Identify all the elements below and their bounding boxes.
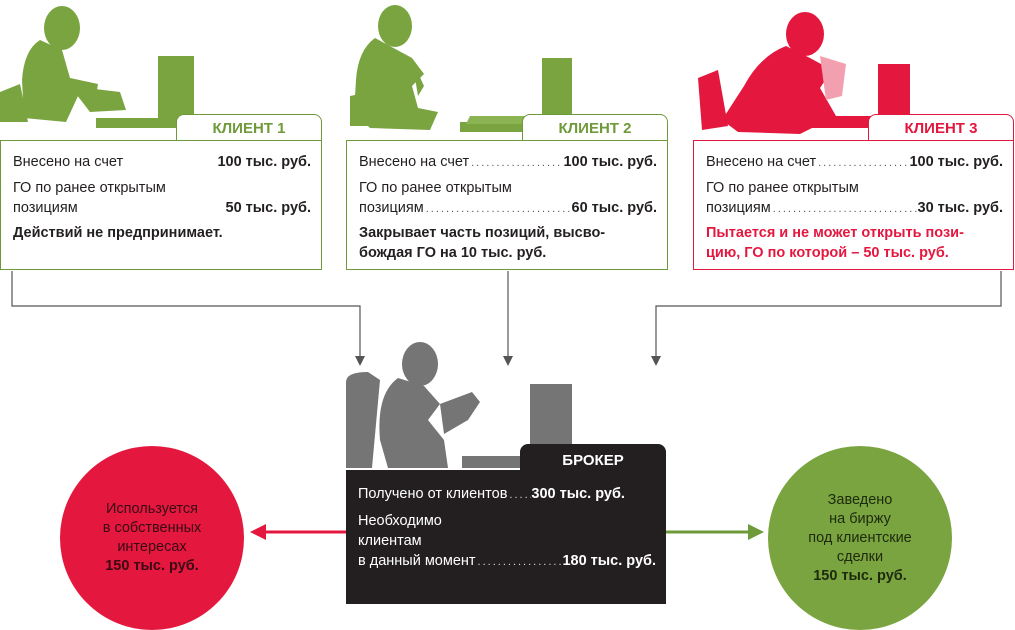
deposit-value: 100 тыс. руб. [909,154,1003,170]
own-interests-line-3: интересах [117,539,187,555]
broker-required-label-1: Необходимо [358,513,442,529]
client-2-name: КЛИЕНТ 2 [558,120,632,137]
client-3-action-line-1: Пытается и не может открыть пози- [706,225,964,241]
own-interests-value: 150 тыс. руб. [105,558,199,574]
client-2-margin-row: позициям 60 тыс. руб. [359,198,657,219]
arrow-to-own-interests [250,524,346,540]
client-1-action: Действий не предпринимает. [13,225,223,241]
margin-label: позициям [13,200,78,216]
client-1-margin-label: ГО по ранее открытым [13,180,166,196]
connector-lines [11,271,1002,358]
arrow-heads [355,356,661,366]
own-interests-line-1: Используется [105,501,199,517]
client-1-silhouette [0,6,200,128]
broker-required-label-2: клиентам [358,533,422,549]
exchange-line-3: под клиентские [808,529,912,546]
margin-label: позициям [359,200,424,216]
client-2-action-line-1: Закрывает часть позиций, высво- [359,225,606,241]
client-3-silhouette [698,12,910,134]
broker-received-row: Получено от клиентов 300 тыс. руб. [358,484,656,505]
margin-value: 50 тыс. руб. [225,200,311,216]
client-2-tab: КЛИЕНТ 2 [522,114,668,145]
required-value: 180 тыс. руб. [562,553,656,569]
margin-value: 30 тыс. руб. [917,200,1003,216]
arrow-to-exchange [666,524,764,540]
client-3-margin-row: позициям 30 тыс. руб. [706,198,1003,219]
exchange-circle: Заведено на биржу под клиентские сделки … [768,446,952,630]
client-3-deposit-row: Внесено на счет 100 тыс. руб. [706,152,1003,173]
deposit-label: Внесено на счет [359,154,470,170]
required-label: в данный момент [358,553,476,569]
received-value: 300 тыс. руб. [531,486,625,502]
broker-silhouette [346,342,572,468]
client-3-card: Внесено на счет 100 тыс. руб. ГО по ране… [693,140,1014,270]
margin-label: позициям [706,200,771,216]
client-1-name: КЛИЕНТ 1 [212,120,286,137]
client-1-card: Внесено на счет 100 тыс. руб. ГО по ране… [0,140,322,270]
exchange-line-2: на биржу [829,510,891,527]
exchange-line-1: Заведено [827,491,893,508]
client-1-margin-row: позициям 50 тыс. руб. [13,198,311,218]
client-2-deposit-row: Внесено на счет 100 тыс. руб. [359,152,657,173]
margin-value: 60 тыс. руб. [571,200,657,216]
deposit-value: 100 тыс. руб. [217,154,311,170]
client-3-name: КЛИЕНТ 3 [904,120,978,137]
broker-required-row: в данный момент 180 тыс. руб. [358,551,656,572]
received-label: Получено от клиентов [358,486,508,502]
client-2-silhouette [350,5,572,132]
deposit-label: Внесено на счет [13,154,124,170]
own-interests-circle: Используется в собственных интересах 150… [60,446,244,630]
client-1-tab: КЛИЕНТ 1 [176,114,322,145]
broker-name: БРОКЕР [562,451,624,469]
own-interests-line-2: в собственных [102,520,202,536]
broker-card: Получено от клиентов 300 тыс. руб. Необх… [346,470,666,604]
exchange-value: 150 тыс. руб. [813,567,907,584]
client-1-deposit-row: Внесено на счет 100 тыс. руб. [13,152,311,172]
client-3-tab: КЛИЕНТ 3 [868,114,1014,145]
client-3-margin-label: ГО по ранее открытым [706,180,859,196]
client-3-action-line-2: цию, ГО по которой – 50 тыс. руб. [706,245,949,261]
exchange-line-4: сделки [836,548,884,565]
client-2-action-line-2: бождая ГО на 10 тыс. руб. [359,245,547,261]
deposit-value: 100 тыс. руб. [563,154,657,170]
client-2-card: Внесено на счет 100 тыс. руб. ГО по ране… [346,140,668,270]
client-2-margin-label: ГО по ранее открытым [359,180,512,196]
deposit-label: Внесено на счет [706,154,817,170]
